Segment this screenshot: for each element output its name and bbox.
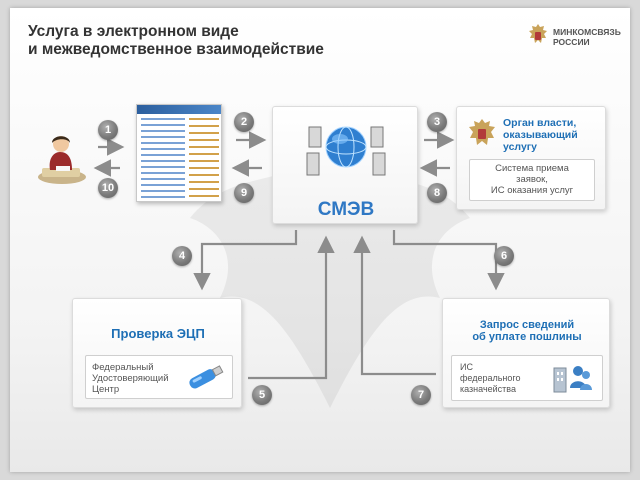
page-title: Услуга в электронном виде и межведомстве… <box>28 23 324 59</box>
step-badge-4: 4 <box>172 246 192 266</box>
treasury-system-box: ИС федерального казначейства <box>451 355 603 401</box>
step-badge-9: 9 <box>234 183 254 203</box>
user-at-desk-icon <box>38 136 86 184</box>
ministry-logo-text: МИНКОМСВЯЗЬ РОССИИ <box>553 27 621 47</box>
step-badge-2: 2 <box>234 112 254 132</box>
arrow-4 <box>193 230 298 291</box>
coat-of-arms-icon <box>469 119 495 145</box>
usb-token-icon <box>189 365 224 389</box>
authority-system-line-1: Система приема <box>495 163 569 174</box>
step-badge-7: 7 <box>411 385 431 405</box>
ministry-emblem-icon <box>529 24 547 43</box>
center-line-3: Центр <box>92 384 120 395</box>
title-line-1: Услуга в электронном виде <box>28 23 239 40</box>
portal-screenshot-icon <box>136 104 222 202</box>
signature-check-card: Проверка ЭЦП Федеральный Удостоверяющий … <box>72 298 242 408</box>
authority-system-line-3: ИС оказания услуг <box>490 185 574 196</box>
authority-system-box: Система приема заявок, ИС оказания услуг <box>469 159 595 201</box>
smev-label: СМЭВ <box>317 199 375 220</box>
fee-title-line-2: об уплате пошлины <box>472 331 582 343</box>
treasury-users-icon <box>553 366 592 393</box>
arrow-6 <box>392 230 505 291</box>
certification-center-box: Федеральный Удостоверяющий Центр <box>85 355 233 399</box>
authority-title-line-3: услугу <box>503 141 538 153</box>
authority-title-line-2: оказывающий <box>503 129 578 141</box>
authority-title-line-1: Орган власти, <box>503 117 577 129</box>
title-line-2: и межведомственное взаимодействие <box>28 41 324 58</box>
step-badge-8: 8 <box>427 183 447 203</box>
ministry-logo: МИНКОМСВЯЗЬ РОССИИ <box>527 23 621 53</box>
globe-servers-icon <box>306 126 386 176</box>
flow-arrows <box>93 131 505 380</box>
signature-check-title: Проверка ЭЦП <box>111 326 205 341</box>
step-badge-5: 5 <box>252 385 272 405</box>
arrow-7 <box>353 235 436 376</box>
fee-request-card: Запрос сведений об уплате пошлины ИС фед… <box>442 298 610 408</box>
step-badge-1: 1 <box>98 120 118 140</box>
treasury-line-3: казначейства <box>460 384 516 394</box>
authority-card: Орган власти, оказывающий услугу Система… <box>456 106 606 210</box>
logo-line-2: РОССИИ <box>553 37 590 47</box>
step-badge-3: 3 <box>427 112 447 132</box>
step-badge-10: 10 <box>98 178 118 198</box>
center-line-2: Удостоверяющий <box>92 373 169 384</box>
center-line-1: Федеральный <box>92 362 154 373</box>
fee-title-line-1: Запрос сведений <box>479 319 575 331</box>
treasury-line-1: ИС <box>460 362 473 372</box>
authority-title: Орган власти, оказывающий услугу <box>503 117 578 153</box>
slide: Услуга в электронном виде и межведомстве… <box>10 8 630 472</box>
logo-line-1: МИНКОМСВЯЗЬ <box>553 27 621 37</box>
fee-request-title: Запрос сведений об уплате пошлины <box>443 319 611 343</box>
step-badge-6: 6 <box>494 246 514 266</box>
authority-system-line-2: заявок, <box>516 174 548 185</box>
treasury-line-2: федерального <box>460 373 521 383</box>
smev-card: СМЭВ <box>272 106 418 224</box>
arrow-5 <box>248 235 335 380</box>
